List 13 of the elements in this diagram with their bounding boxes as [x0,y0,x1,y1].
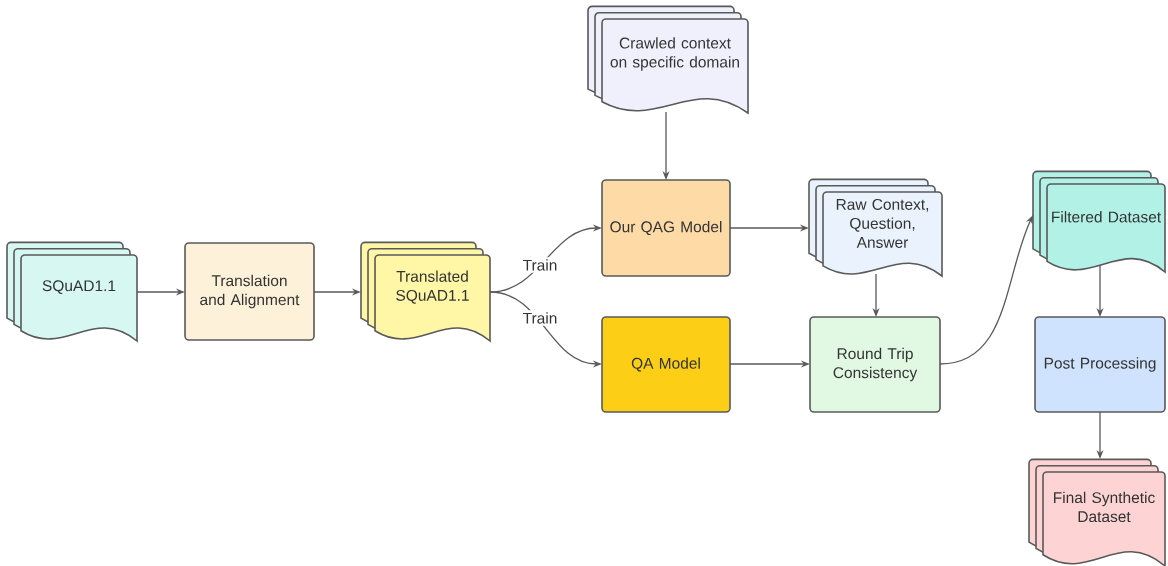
document-stack: Crawled context on specific domain [587,5,749,114]
process-box: Our QAG Model [601,179,731,277]
document-stack: Translated SQuAD1.1 [360,241,491,342]
document-stack: SQuAD1.1 [6,241,138,342]
process-box: Round Trip Consistency [809,316,941,413]
process-box: QA Model [601,316,731,413]
process-box: Translation and Alignment [184,242,315,341]
document-stack: Final Synthetic Dataset [1028,458,1166,566]
edge-label: Train [520,310,560,326]
process-box: Post Processing [1034,316,1166,413]
document-stack: Filtered Dataset [1032,170,1166,273]
edge-label: Train [520,257,560,273]
document-stack: Raw Context, Question, Answer [808,178,943,277]
